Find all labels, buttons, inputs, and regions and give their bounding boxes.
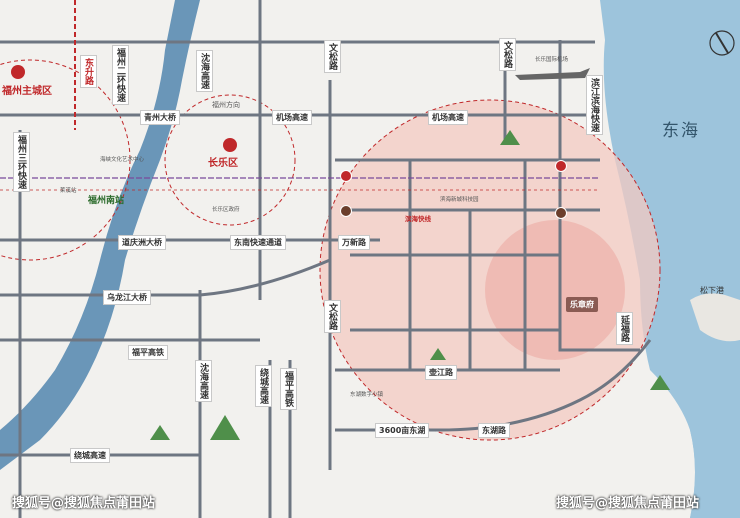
road-fuping-railway: 福平高铁 <box>128 345 168 360</box>
watermark-right: 搜狐号@搜狐焦点莆田站 <box>556 496 700 511</box>
station-laixi: 莱溪站 <box>60 188 77 194</box>
road-chengyu-expressway: 绕城高速 <box>70 448 110 463</box>
vroad-wensong-top2: 文松路 <box>499 38 516 71</box>
metro-dot <box>555 207 567 219</box>
district-main-city: 福州主城区 <box>2 86 52 97</box>
poi-binhai-express: 滨海快线 <box>405 215 431 223</box>
project-marker[interactable]: 乐章府 <box>566 297 598 312</box>
vroad-wensong-mid: 文松路 <box>324 300 341 333</box>
vroad-yanhai: 延福路 <box>616 312 633 345</box>
road-airport-expressway-2: 机场高速 <box>428 110 468 125</box>
vroad-shenhai: 沈海高速 <box>196 50 213 92</box>
watermark-left: 搜狐号@搜狐焦点莆田站 <box>12 496 156 511</box>
vroad-third-ring: 福州三环快速 <box>13 132 30 192</box>
poi-culture-center: 海峡文化艺术中心 <box>100 157 145 163</box>
sea-area <box>600 0 740 518</box>
vroad-binhai: 滨江滨海快速 <box>586 75 603 135</box>
vroad-shenhai-low: 沈海高速 <box>195 360 212 402</box>
place-airport: 长乐国际机场 <box>535 57 569 63</box>
road-daoqingzhou-bridge: 道庆洲大桥 <box>118 235 166 250</box>
park-icons <box>150 130 670 440</box>
sea-label: 东海 <box>662 121 700 141</box>
road-airport-expressway: 机场高速 <box>272 110 312 125</box>
label-fuzhou-direction: 福州方向 <box>212 101 240 109</box>
airplane-icon <box>515 68 590 80</box>
poi-digital-town: 东湖数字小镇 <box>350 392 384 398</box>
coast-spit <box>690 293 740 342</box>
vroad-dongshan: 东升路 <box>80 55 97 88</box>
poi-tech-park: 滨海新城科技园 <box>440 197 479 203</box>
poi-changle-gov: 长乐区政府 <box>212 207 240 213</box>
metro-dot <box>340 205 352 217</box>
road-dongnan-expressway: 东南快速通道 <box>230 235 286 250</box>
place-songxia: 松下港 <box>700 286 724 295</box>
min-river <box>0 0 200 470</box>
metro-dot <box>340 170 352 182</box>
compass-icon <box>709 30 735 56</box>
vroad-first-ring: 福州二环快速 <box>112 45 129 105</box>
metro-dot <box>555 160 567 172</box>
road-donghu: 东湖路 <box>478 423 510 438</box>
road-huijiang: 壶江路 <box>425 365 457 380</box>
vroad-wensong-top: 文松路 <box>324 40 341 73</box>
road-wulongjiang-bridge: 乌龙江大桥 <box>103 290 151 305</box>
vroad-fuping: 福平高铁 <box>280 368 297 410</box>
road-wanxin: 万新路 <box>338 235 370 250</box>
vroad-chengyu: 绕城高速 <box>255 365 272 407</box>
road-qingzhou-bridge: 青州大桥 <box>140 110 180 125</box>
place-fuzhou-south: 福州南站 <box>88 196 125 206</box>
road-donghu-3600: 3600亩东湖 <box>375 423 430 438</box>
district-changle: 长乐区 <box>208 158 238 169</box>
